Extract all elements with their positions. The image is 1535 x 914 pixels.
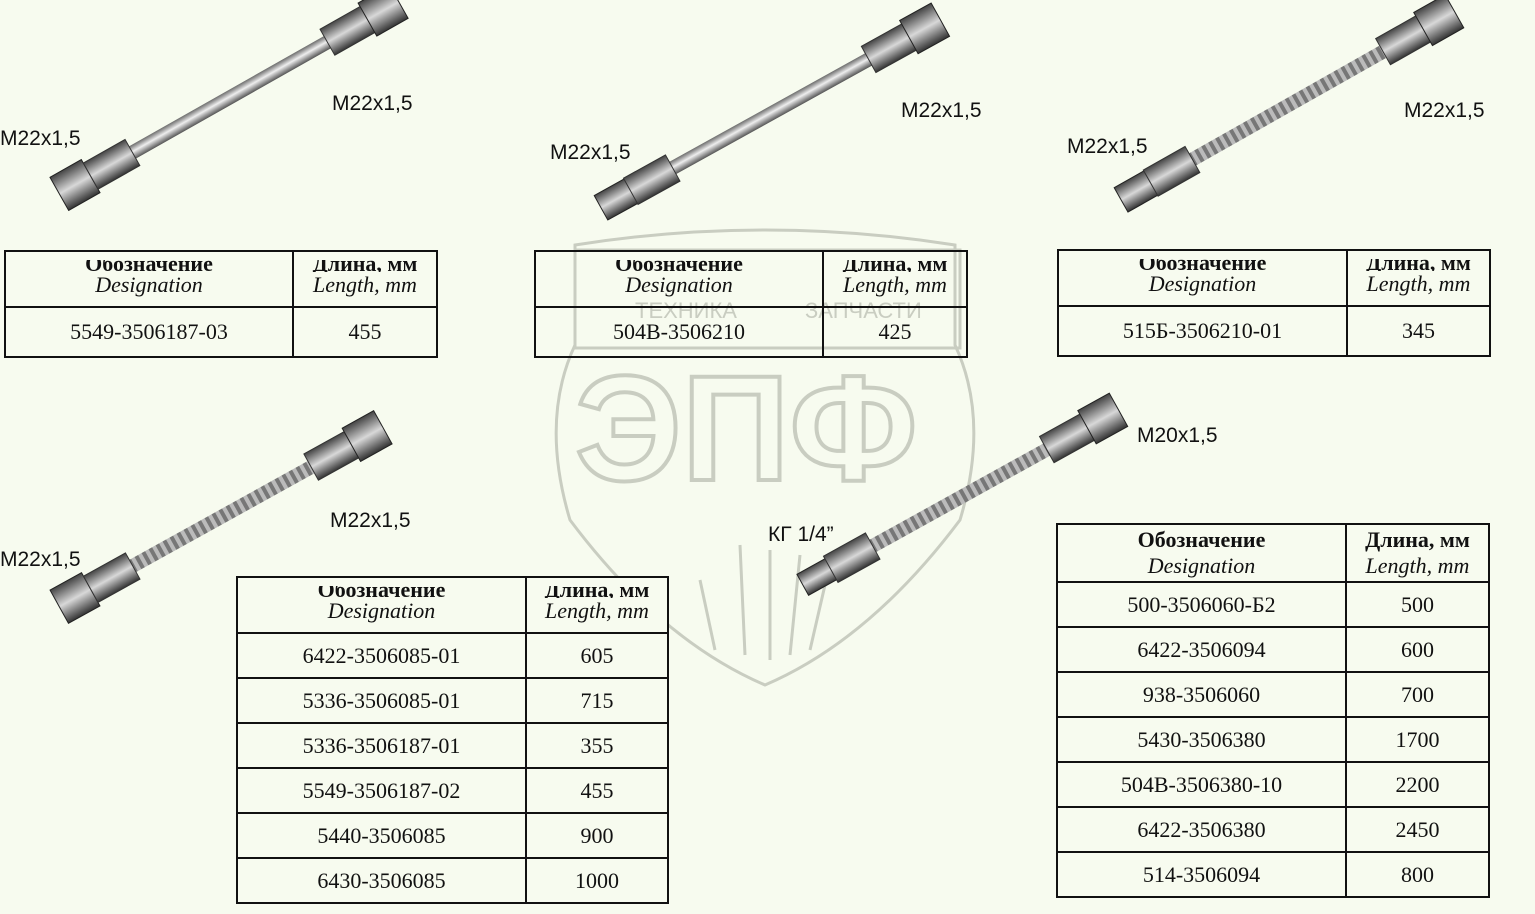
thread-label-a-left: M22x1,5 — [0, 127, 81, 150]
table-row: 515Б-3506210-01 345 — [1057, 305, 1491, 357]
thread-label-d-left: M22x1,5 — [0, 548, 81, 571]
hose-e — [796, 392, 1129, 596]
thread-label-c-right: M22x1,5 — [1404, 99, 1485, 122]
hose-a — [49, 0, 409, 212]
thread-label-d-right: M22x1,5 — [330, 509, 411, 532]
table-row: 504В-3506210 425 — [534, 306, 968, 358]
hose-d — [49, 410, 393, 625]
thread-label-e-right: M20x1,5 — [1137, 424, 1218, 447]
thread-label-b-left: M22x1,5 — [550, 141, 631, 164]
hose-b — [593, 2, 951, 221]
hose-c — [1113, 0, 1465, 213]
thread-label-b-right: M22x1,5 — [901, 99, 982, 122]
thread-label-a-right: M22x1,5 — [332, 92, 413, 115]
thread-label-e-left: КГ 1/4” — [768, 523, 834, 546]
table-row: 5549-3506187-03 455 — [4, 306, 438, 358]
thread-label-c-left: M22x1,5 — [1067, 135, 1148, 158]
